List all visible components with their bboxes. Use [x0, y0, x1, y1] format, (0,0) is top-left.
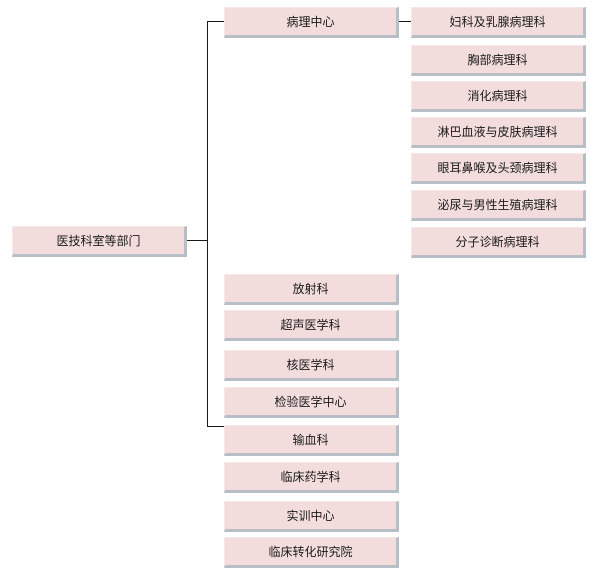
- pathology-sub-label: 淋巴血液与皮肤病理科: [437, 125, 558, 139]
- connector-to-transfusion: [207, 426, 224, 427]
- pathology-sub-node: 消化病理科: [411, 81, 586, 112]
- pathology-sub-node: 胸部病理科: [411, 45, 586, 76]
- department-label: 输血科: [292, 433, 329, 447]
- pathology-sub-node: 淋巴血液与皮肤病理科: [411, 117, 586, 148]
- department-label: 临床转化研究院: [268, 545, 353, 559]
- department-node: 临床药学科: [224, 462, 399, 493]
- department-node: 实训中心: [224, 501, 399, 532]
- pathology-sub-node: 妇科及乳腺病理科: [411, 7, 586, 38]
- pathology-sub-node: 泌尿与男性生殖病理科: [411, 190, 586, 221]
- pathology-sub-label: 眼耳鼻喉及头颈病理科: [437, 161, 558, 175]
- pathology-sub-node: 眼耳鼻喉及头颈病理科: [411, 153, 586, 184]
- pathology-sub-label: 胸部病理科: [467, 53, 528, 67]
- department-node: 放射科: [224, 274, 399, 305]
- pathology-sub-label: 分子诊断病理科: [455, 235, 540, 249]
- pathology-center-label: 病理中心: [286, 15, 335, 29]
- root-node: 医技科室等部门: [12, 226, 187, 257]
- connector-root-horizontal: [186, 240, 208, 241]
- department-label: 超声医学科: [280, 318, 341, 332]
- department-node: 核医学科: [224, 350, 399, 381]
- department-label: 检验医学中心: [274, 395, 347, 409]
- department-label: 放射科: [292, 282, 329, 296]
- connector-pathology-to-gyn: [398, 21, 411, 22]
- department-label: 实训中心: [286, 509, 335, 523]
- department-node: 临床转化研究院: [224, 537, 399, 568]
- department-node: 超声医学科: [224, 310, 399, 341]
- pathology-sub-label: 消化病理科: [467, 89, 528, 103]
- pathology-sub-label: 泌尿与男性生殖病理科: [437, 198, 558, 212]
- department-node: 检验医学中心: [224, 387, 399, 418]
- department-node: 输血科: [224, 425, 399, 456]
- root-label: 医技科室等部门: [56, 234, 141, 248]
- connector-to-pathology: [207, 21, 224, 22]
- pathology-sub-node: 分子诊断病理科: [411, 227, 586, 258]
- department-label: 临床药学科: [280, 470, 341, 484]
- pathology-center-node: 病理中心: [224, 7, 399, 38]
- connector-trunk-vertical: [207, 21, 208, 427]
- pathology-sub-label: 妇科及乳腺病理科: [449, 15, 546, 29]
- department-label: 核医学科: [286, 358, 335, 372]
